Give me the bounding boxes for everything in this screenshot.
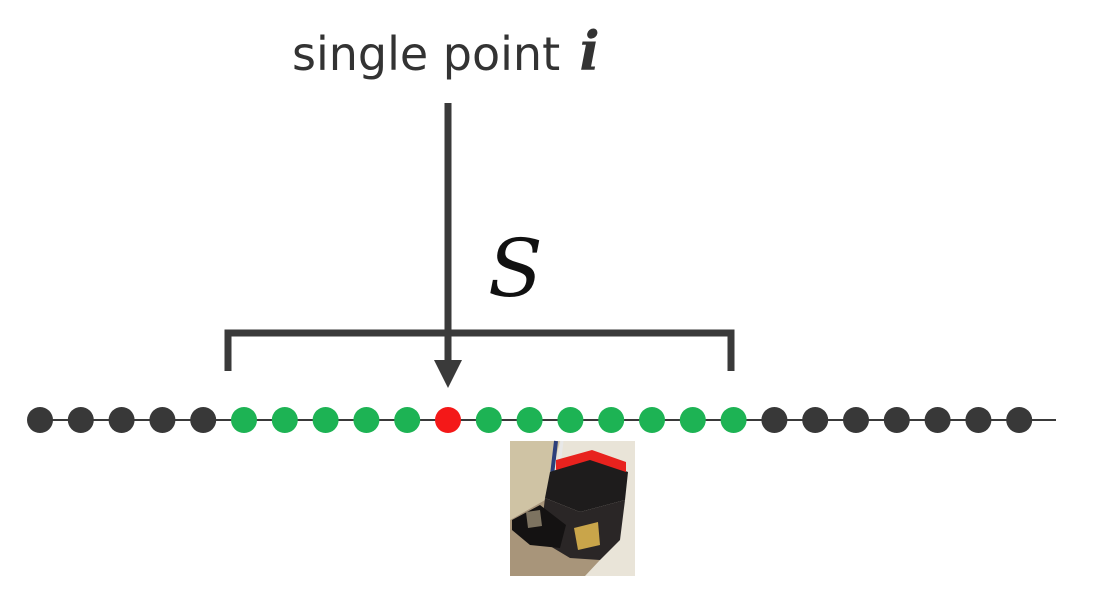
scan-point xyxy=(67,407,94,433)
title-variable: i xyxy=(579,19,600,83)
scan-point xyxy=(27,407,53,433)
scan-point xyxy=(761,407,788,433)
scan-point xyxy=(802,407,829,433)
scan-point xyxy=(1006,407,1033,433)
scan-point xyxy=(843,407,869,433)
selection-arrow xyxy=(434,103,462,388)
scan-point-window xyxy=(598,407,625,433)
scan-point xyxy=(965,407,992,433)
title: single point i xyxy=(292,19,600,83)
scan-point xyxy=(883,407,910,433)
scan-point-window xyxy=(353,407,380,433)
scan-point-window xyxy=(475,407,502,433)
scan-point-window xyxy=(516,407,543,433)
scan-point-selected xyxy=(435,407,461,433)
scan-point-window xyxy=(312,407,339,433)
title-text: single point xyxy=(292,27,560,81)
scan-point-window xyxy=(231,407,257,433)
scan-point xyxy=(108,407,135,433)
scan-point-window xyxy=(394,407,421,433)
scan-point xyxy=(149,407,176,433)
scan-point-window xyxy=(557,407,584,433)
lidar-sensor-icon xyxy=(510,440,635,576)
scan-point xyxy=(190,407,217,433)
window-label: S xyxy=(488,222,543,315)
arrow-head xyxy=(434,360,462,388)
scan-point-window xyxy=(639,407,665,433)
window-bracket xyxy=(224,329,735,371)
scan-point-window xyxy=(720,407,747,433)
scan-point-window xyxy=(271,407,298,433)
scan-point xyxy=(924,407,951,433)
scan-points xyxy=(27,407,1033,433)
scan-point-window xyxy=(679,407,706,433)
